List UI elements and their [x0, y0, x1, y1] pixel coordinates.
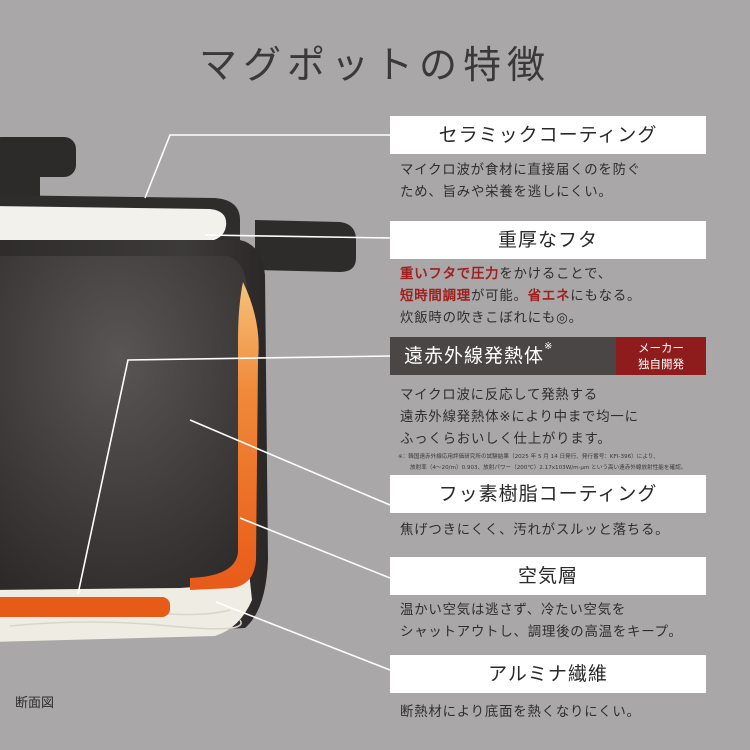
desc-line: 断熱材により底面を熱くなりにくい。 — [400, 705, 641, 720]
lid-white-layer — [0, 206, 227, 250]
label-ceramic-coating: セラミックコーティング — [390, 116, 706, 154]
footnote-line: 放射率（4～20/m）0.903、放射パワー（200℃）2.17x103W/m·… — [410, 465, 687, 471]
desc-line: シャットアウトし、調理後の高温をキープ。 — [400, 625, 683, 640]
desc-text: が可能。 — [470, 289, 528, 304]
desc-heavy-lid: 重いフタで圧力をかけることで、 短時間調理が可能。省エネにもなる。 炊飯時の吹き… — [400, 264, 720, 330]
desc-line: ふっくらおいしく仕上がります。 — [400, 432, 612, 447]
label-alumina-fiber: アルミナ繊維 — [390, 655, 706, 693]
label-far-infrared-heater: 遠赤外線発熱体※ — [390, 337, 616, 375]
footnote: ※：韓国遠赤外線応用評価研究所の試験結果（2025 年 5 月 14 日発行、発… — [398, 452, 738, 474]
desc-line: 短時間調理が可能。省エネにもなる。 — [400, 286, 720, 308]
desc-line: 炊飯時の吹きこぼれにも◎。 — [400, 311, 583, 326]
label-heavy-lid: 重厚なフタ — [390, 221, 706, 259]
footnote-line: ※：韓国遠赤外線応用評価研究所の試験結果（2025 年 5 月 14 日発行、発… — [398, 454, 659, 460]
heating-element-bottom — [0, 597, 170, 617]
pot-cavity — [0, 256, 248, 596]
desc-line: マイクロ波が食材に直接届くのを防ぐ — [400, 163, 641, 178]
desc-line: 焦げつきにくく、汚れがスルッと落ちる。 — [400, 523, 670, 538]
cross-section-caption: 断面図 — [15, 696, 55, 711]
badge-line: メーカー — [638, 341, 684, 355]
highlight-text: 重いフタで圧力 — [400, 267, 500, 282]
page-title: マグポットの特徴 — [198, 43, 551, 87]
label-fluororesin-coating: フッ素樹脂コーティング — [390, 475, 706, 513]
desc-ceramic-coating: マイクロ波が食材に直接届くのを防ぐ ため、旨みや栄養を逃しにくい。 — [400, 160, 720, 204]
desc-line: マイクロ波に反応して発熱する — [400, 388, 598, 403]
footnote-mark: ※ — [544, 341, 554, 352]
highlight-text: 省エネ — [527, 289, 571, 304]
desc-line: 重いフタで圧力をかけることで、 — [400, 264, 720, 286]
desc-air-layer: 温かい空気は逃さず、冷たい空気を シャットアウトし、調理後の高温をキープ。 — [400, 600, 720, 644]
side-handle — [255, 220, 356, 272]
desc-line: ため、旨みや栄養を逃しにくい。 — [400, 185, 613, 200]
highlight-text: 短時間調理 — [400, 289, 471, 304]
leader-lines — [77, 134, 391, 671]
desc-fluororesin-coating: 焦げつきにくく、汚れがスルッと落ちる。 — [400, 520, 720, 542]
desc-text: をかけることで、 — [499, 267, 612, 282]
desc-alumina-fiber: 断熱材により底面を熱くなりにくい。 — [400, 702, 720, 724]
desc-text: にもなる。 — [570, 289, 642, 304]
desc-far-infrared-heater: マイクロ波に反応して発熱する 遠赤外線発熱体※により中まで均一に ふっくらおいし… — [400, 385, 720, 451]
lid-knob — [0, 137, 76, 202]
label-text: 遠赤外線発熱体 — [404, 345, 545, 367]
label-air-layer: 空気層 — [390, 557, 706, 595]
badge-original-development: メーカー 独自開発 — [616, 337, 706, 375]
badge-line: 独自開発 — [638, 357, 684, 371]
desc-line: 温かい空気は逃さず、冷たい空気を — [400, 603, 627, 618]
desc-line: 遠赤外線発熱体※により中まで均一に — [400, 410, 639, 425]
